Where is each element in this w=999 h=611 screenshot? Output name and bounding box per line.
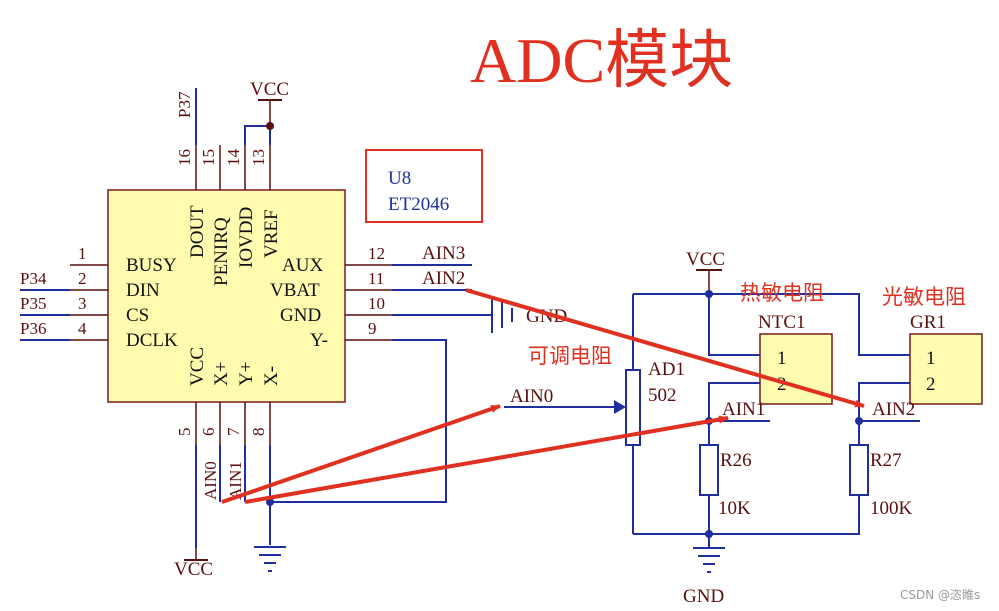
- pin-name-yminus: Y-: [310, 330, 328, 351]
- left-net-wires: [20, 289, 70, 341]
- net-p37: P37: [175, 91, 194, 118]
- ntc-ref: NTC1: [758, 312, 806, 333]
- chip-body: [107, 189, 346, 403]
- pin-name-vref: VREF: [261, 209, 282, 258]
- pin-num-9: 9: [368, 319, 377, 338]
- net-gnd-circuit: GND: [683, 586, 724, 607]
- gr-note: 光敏电阻: [882, 285, 966, 309]
- chip-ref-box: [365, 149, 483, 223]
- arrow-ain2: [465, 288, 865, 408]
- pin-name-xplus: X+: [211, 362, 232, 386]
- net-ain0-circuit: AIN0: [510, 386, 553, 407]
- ntc-note: 热敏电阻: [740, 281, 824, 305]
- pin-num-1: 1: [78, 244, 87, 263]
- junction-vcc-top: [266, 122, 274, 130]
- pin-num-11: 11: [368, 269, 384, 288]
- pin-name-dout: DOUT: [187, 205, 208, 258]
- junction-gnd: [705, 530, 713, 538]
- pot-ref: AD1: [648, 359, 685, 380]
- pin-num-10: 10: [368, 294, 385, 313]
- pin-num-15: 15: [199, 149, 218, 166]
- pot-value: 502: [648, 385, 677, 406]
- watermark: CSDN @恣睢s: [900, 587, 980, 602]
- chip-ref: U8: [388, 168, 411, 189]
- pin-name-aux: AUX: [282, 255, 323, 276]
- pot-ad1: [625, 369, 641, 446]
- pin-name-cs: CS: [126, 305, 149, 326]
- gr1-body: [909, 333, 983, 405]
- ntc-pin1: 1: [777, 348, 787, 369]
- arrow-ain1: [244, 415, 729, 504]
- net-ain0-chip: AIN0: [201, 461, 220, 500]
- r26-ref: R26: [720, 450, 752, 471]
- pin-num-2: 2: [78, 269, 87, 288]
- bottom-pins: [195, 402, 271, 445]
- net-p36: P36: [20, 319, 46, 338]
- pin-num-6: 6: [199, 428, 218, 437]
- gr-pin1: 1: [926, 348, 936, 369]
- r26-body: [699, 444, 719, 496]
- pin-num-5: 5: [175, 428, 194, 437]
- pin-num-8: 8: [249, 428, 268, 437]
- pin-num-7: 7: [224, 427, 243, 436]
- pin-name-iovdd: IOVDD: [236, 207, 257, 268]
- pot-note: 可调电阻: [528, 344, 612, 368]
- net-ain2: AIN2: [422, 268, 465, 289]
- pin-name-busy: BUSY: [126, 255, 177, 276]
- r27-value: 100K: [870, 498, 913, 519]
- net-ain2-circuit: AIN2: [872, 399, 915, 420]
- pin-num-3: 3: [78, 294, 87, 313]
- gr-ref: GR1: [910, 312, 946, 333]
- pin-num-12: 12: [368, 244, 385, 263]
- junction-vcc-rail: [705, 290, 713, 298]
- r27-ref: R27: [870, 450, 902, 471]
- top-pins: [195, 145, 271, 190]
- junction-ain2: [855, 417, 863, 425]
- page-title: ADC模块: [470, 25, 733, 96]
- pin-num-16: 16: [175, 149, 194, 166]
- pot-wiper-arrow: [614, 400, 626, 414]
- pin-name-yplus: Y+: [236, 362, 257, 386]
- pin-name-vcc: VCC: [187, 347, 208, 386]
- pin-name-gnd: GND: [280, 305, 321, 326]
- net-p34: P34: [20, 269, 47, 288]
- net-vcc-top: VCC: [250, 79, 289, 100]
- pin-num-14: 14: [224, 149, 243, 167]
- pin-name-penirq: PENIRQ: [211, 217, 232, 286]
- gr-pin2: 2: [926, 374, 936, 395]
- net-ain1-circuit: AIN1: [722, 399, 765, 420]
- right-net-wires: [272, 264, 492, 503]
- net-ain3: AIN3: [422, 243, 465, 264]
- annotation-arrows: [221, 288, 865, 504]
- net-vcc-circuit: VCC: [686, 249, 725, 270]
- net-p35: P35: [20, 294, 46, 313]
- ntc-pin2: 2: [777, 374, 787, 395]
- net-ain1-chip: AIN1: [226, 461, 245, 500]
- right-pins: [345, 264, 392, 341]
- net-vcc-bottom: VCC: [174, 559, 213, 580]
- pin-num-13: 13: [249, 149, 268, 166]
- pin-name-dclk: DCLK: [126, 330, 178, 351]
- chip-part: ET2046: [388, 194, 449, 215]
- gnd-symbol-chip-bottom: [254, 546, 286, 572]
- arrow-ain0: [221, 404, 501, 504]
- pin-num-4: 4: [78, 319, 87, 338]
- pin-name-vbat: VBAT: [270, 280, 320, 301]
- r26-value: 10K: [718, 498, 751, 519]
- gnd-symbol-chip: [491, 297, 513, 333]
- gnd-symbol-circuit: [693, 547, 725, 573]
- pin-name-din: DIN: [126, 280, 160, 301]
- r27-body: [849, 444, 869, 496]
- pin-name-xminus: X-: [261, 366, 282, 386]
